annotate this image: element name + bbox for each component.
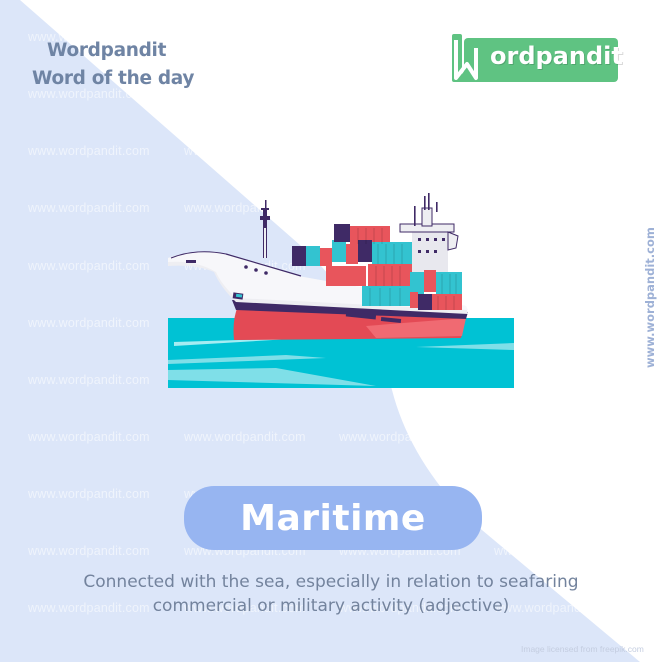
word-pill: Maritime [184, 486, 482, 550]
brand-title: Wordpandit [47, 40, 167, 61]
brand-subtitle: Word of the day [32, 68, 195, 89]
definition-line-2: commercial or military activity (adjecti… [152, 596, 510, 616]
definition-line-1: Connected with the sea, especially in re… [83, 572, 579, 592]
word-definition: Connected with the sea, especially in re… [0, 570, 662, 618]
wordpandit-logo[interactable]: ordpandit [450, 34, 623, 82]
word-term: Maritime [240, 497, 426, 539]
side-website-url: www.wordpandit.com [643, 227, 657, 368]
logo-background [464, 38, 618, 82]
containers [292, 224, 462, 310]
image-credit: Image licensed from freepik.com [521, 644, 644, 654]
bookmark-w-icon [452, 34, 480, 82]
logo-text: ordpandit [490, 42, 623, 70]
container-ship-illustration [168, 193, 514, 388]
